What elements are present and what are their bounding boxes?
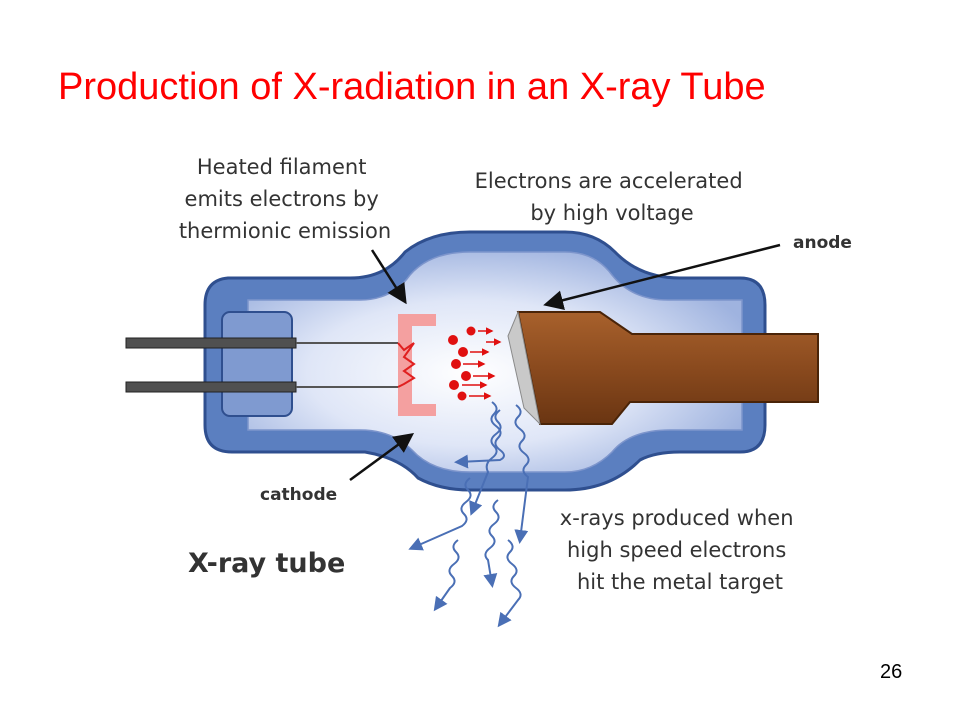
anode-label: anode xyxy=(793,233,852,253)
page-number: 26 xyxy=(880,661,903,683)
anode xyxy=(516,311,819,425)
xray-wave xyxy=(433,539,460,612)
xray-wave xyxy=(454,401,505,469)
xray-wave xyxy=(497,539,522,628)
lead-wire-top xyxy=(125,337,297,349)
electron xyxy=(458,347,468,357)
xray-emissions xyxy=(408,401,530,628)
xray-wave xyxy=(469,409,502,516)
cathode-cup xyxy=(398,314,436,416)
xray-label: x-rays produced when high speed electron… xyxy=(560,506,800,594)
filament-label: Heated filament emits electrons by therm… xyxy=(179,155,391,243)
xray-wave xyxy=(483,499,500,588)
electron xyxy=(448,335,458,345)
electron-cloud xyxy=(448,326,476,401)
xray-wave xyxy=(408,477,472,551)
filament-coil xyxy=(397,342,416,388)
slide-title: Production of X-radiation in an X-ray Tu… xyxy=(58,66,766,108)
cathode-pointer xyxy=(349,433,415,482)
anode-target-face xyxy=(507,310,541,426)
electron xyxy=(451,359,461,369)
electron-arrows xyxy=(462,327,502,400)
anode-pointer xyxy=(543,243,781,310)
tube-left-recess xyxy=(221,311,293,417)
electron xyxy=(461,371,471,381)
accelerated-label: Electrons are accelerated by high voltag… xyxy=(475,169,750,225)
electron xyxy=(449,380,459,390)
cathode-label: cathode xyxy=(260,485,337,505)
tube-label: X-ray tube xyxy=(188,548,345,579)
xray-wave xyxy=(514,404,530,544)
electron xyxy=(466,326,476,336)
filament-pointer xyxy=(370,249,407,305)
lead-wire-bottom xyxy=(125,381,297,393)
electron xyxy=(457,391,467,401)
